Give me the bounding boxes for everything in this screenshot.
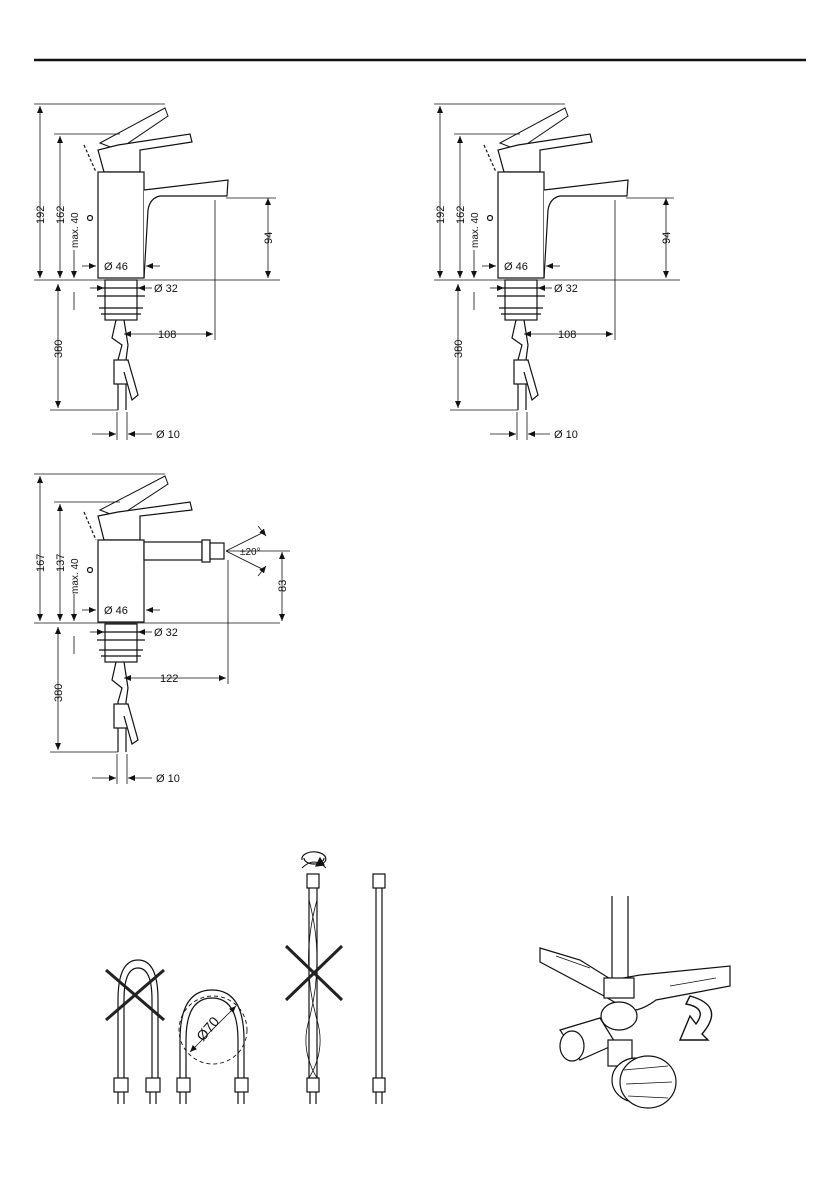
dim-hose-length: 380 [53, 340, 65, 358]
turn-arrow-icon [680, 996, 712, 1040]
cross-mark-icon [286, 946, 342, 1000]
dim-reach: 108 [158, 329, 176, 341]
dim-thread-diameter: Ø 32 [154, 627, 178, 639]
dim-hose-length: 380 [453, 340, 465, 358]
dim-spout-height: 94 [661, 232, 673, 244]
hose-straight-correct [373, 874, 385, 1104]
drawing-3-labels: 167 137 max. 40 380 83 ±20° Ø 46 Ø 32 12… [35, 547, 289, 785]
dim-spray-angle: ±20° [240, 547, 261, 558]
dim-max-thickness: max. 40 [70, 558, 81, 594]
hose-bend-correct [177, 990, 248, 1104]
cross-mark-icon [106, 970, 164, 1020]
dim-body-diameter: Ø 46 [104, 605, 128, 617]
dim-thread-diameter: Ø 32 [554, 283, 578, 295]
drawing-basin-mixer-1 [34, 104, 280, 440]
dim-hose-diameter: Ø 10 [156, 429, 180, 441]
dim-body-diameter: Ø 46 [104, 261, 128, 273]
dim-reach: 108 [558, 329, 576, 341]
drawing-basin-mixer-2 [434, 104, 680, 440]
drawing-2-labels: 192 162 max. 40 380 94 Ø 46 Ø 32 108 Ø 1… [435, 206, 673, 441]
dim-body-diameter: Ø 46 [504, 261, 528, 273]
dim-spout-height: 94 [263, 232, 275, 244]
dim-thread-diameter: Ø 32 [154, 283, 178, 295]
dim-reach: 122 [160, 673, 178, 685]
dim-hose-length: 380 [53, 684, 65, 702]
dim-total-height: 192 [435, 206, 447, 224]
dim-total-height: 167 [35, 554, 47, 572]
dim-max-thickness: max. 40 [470, 212, 481, 248]
dim-hose-diameter: Ø 10 [554, 429, 578, 441]
dim-max-thickness: max. 40 [70, 212, 81, 248]
dim-lever-height: 162 [455, 206, 467, 224]
dim-spout-height: 83 [277, 580, 289, 592]
dim-total-height: 192 [35, 206, 47, 224]
dim-bend-diameter: Ø70 [193, 1013, 222, 1044]
dim-lever-height: 137 [55, 554, 67, 572]
drawing-1-labels: 192 162 max. 40 380 94 Ø 46 Ø 32 108 Ø 1… [35, 206, 275, 441]
dim-hose-diameter: Ø 10 [156, 773, 180, 785]
dim-lever-height: 162 [55, 206, 67, 224]
